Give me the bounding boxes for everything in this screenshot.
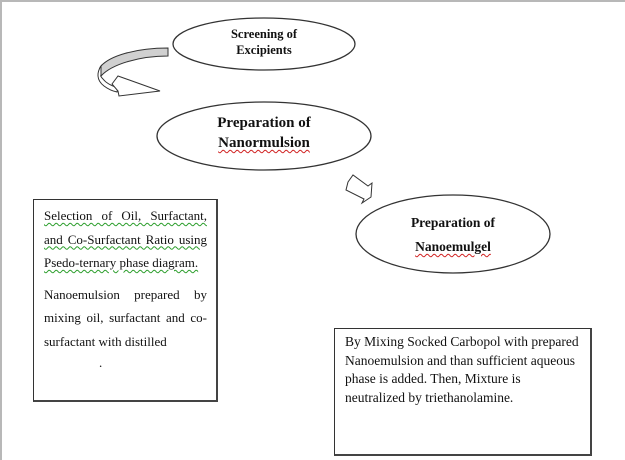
node-nanoemulgel-line2: Nanoemulgel <box>415 239 491 254</box>
node-nanoemulsion-line1: Preparation of <box>217 115 311 131</box>
left-box-paragraph-2: Nanoemulsion prepared by mixing oil, sur… <box>44 286 207 349</box>
right-description-box: By Mixing Socked Carbopol with prepared … <box>334 328 592 456</box>
ellipse-nanoemulsion <box>156 101 372 171</box>
block-arrow-icon <box>345 174 373 205</box>
curved-arrow-icon <box>97 47 169 97</box>
node-screening-line1: Screening of <box>230 27 298 41</box>
left-box-overflow: . <box>99 355 103 370</box>
node-screening-label: Screening of Excipients <box>184 27 344 58</box>
left-description-box: Selection of Oil, Surfactant, and Co-Sur… <box>33 199 218 402</box>
left-box-paragraph-1: Selection of Oil, Surfactant, and Co-Sur… <box>44 208 207 270</box>
right-box-text: By Mixing Socked Carbopol with prepared … <box>345 334 579 405</box>
ellipse-nanoemulgel <box>355 194 551 274</box>
node-nanoemulgel-line1: Preparation of <box>410 215 496 230</box>
ellipse-screening <box>172 17 356 71</box>
node-nanoemulsion-label: Preparation of Nanormulsion <box>164 113 364 153</box>
node-nanoemulsion-line2: Nanormulsion <box>218 135 310 151</box>
node-screening-line2: Excipients <box>236 42 292 57</box>
node-nanoemulgel-label: Preparation of Nanoemulgel <box>371 211 535 259</box>
